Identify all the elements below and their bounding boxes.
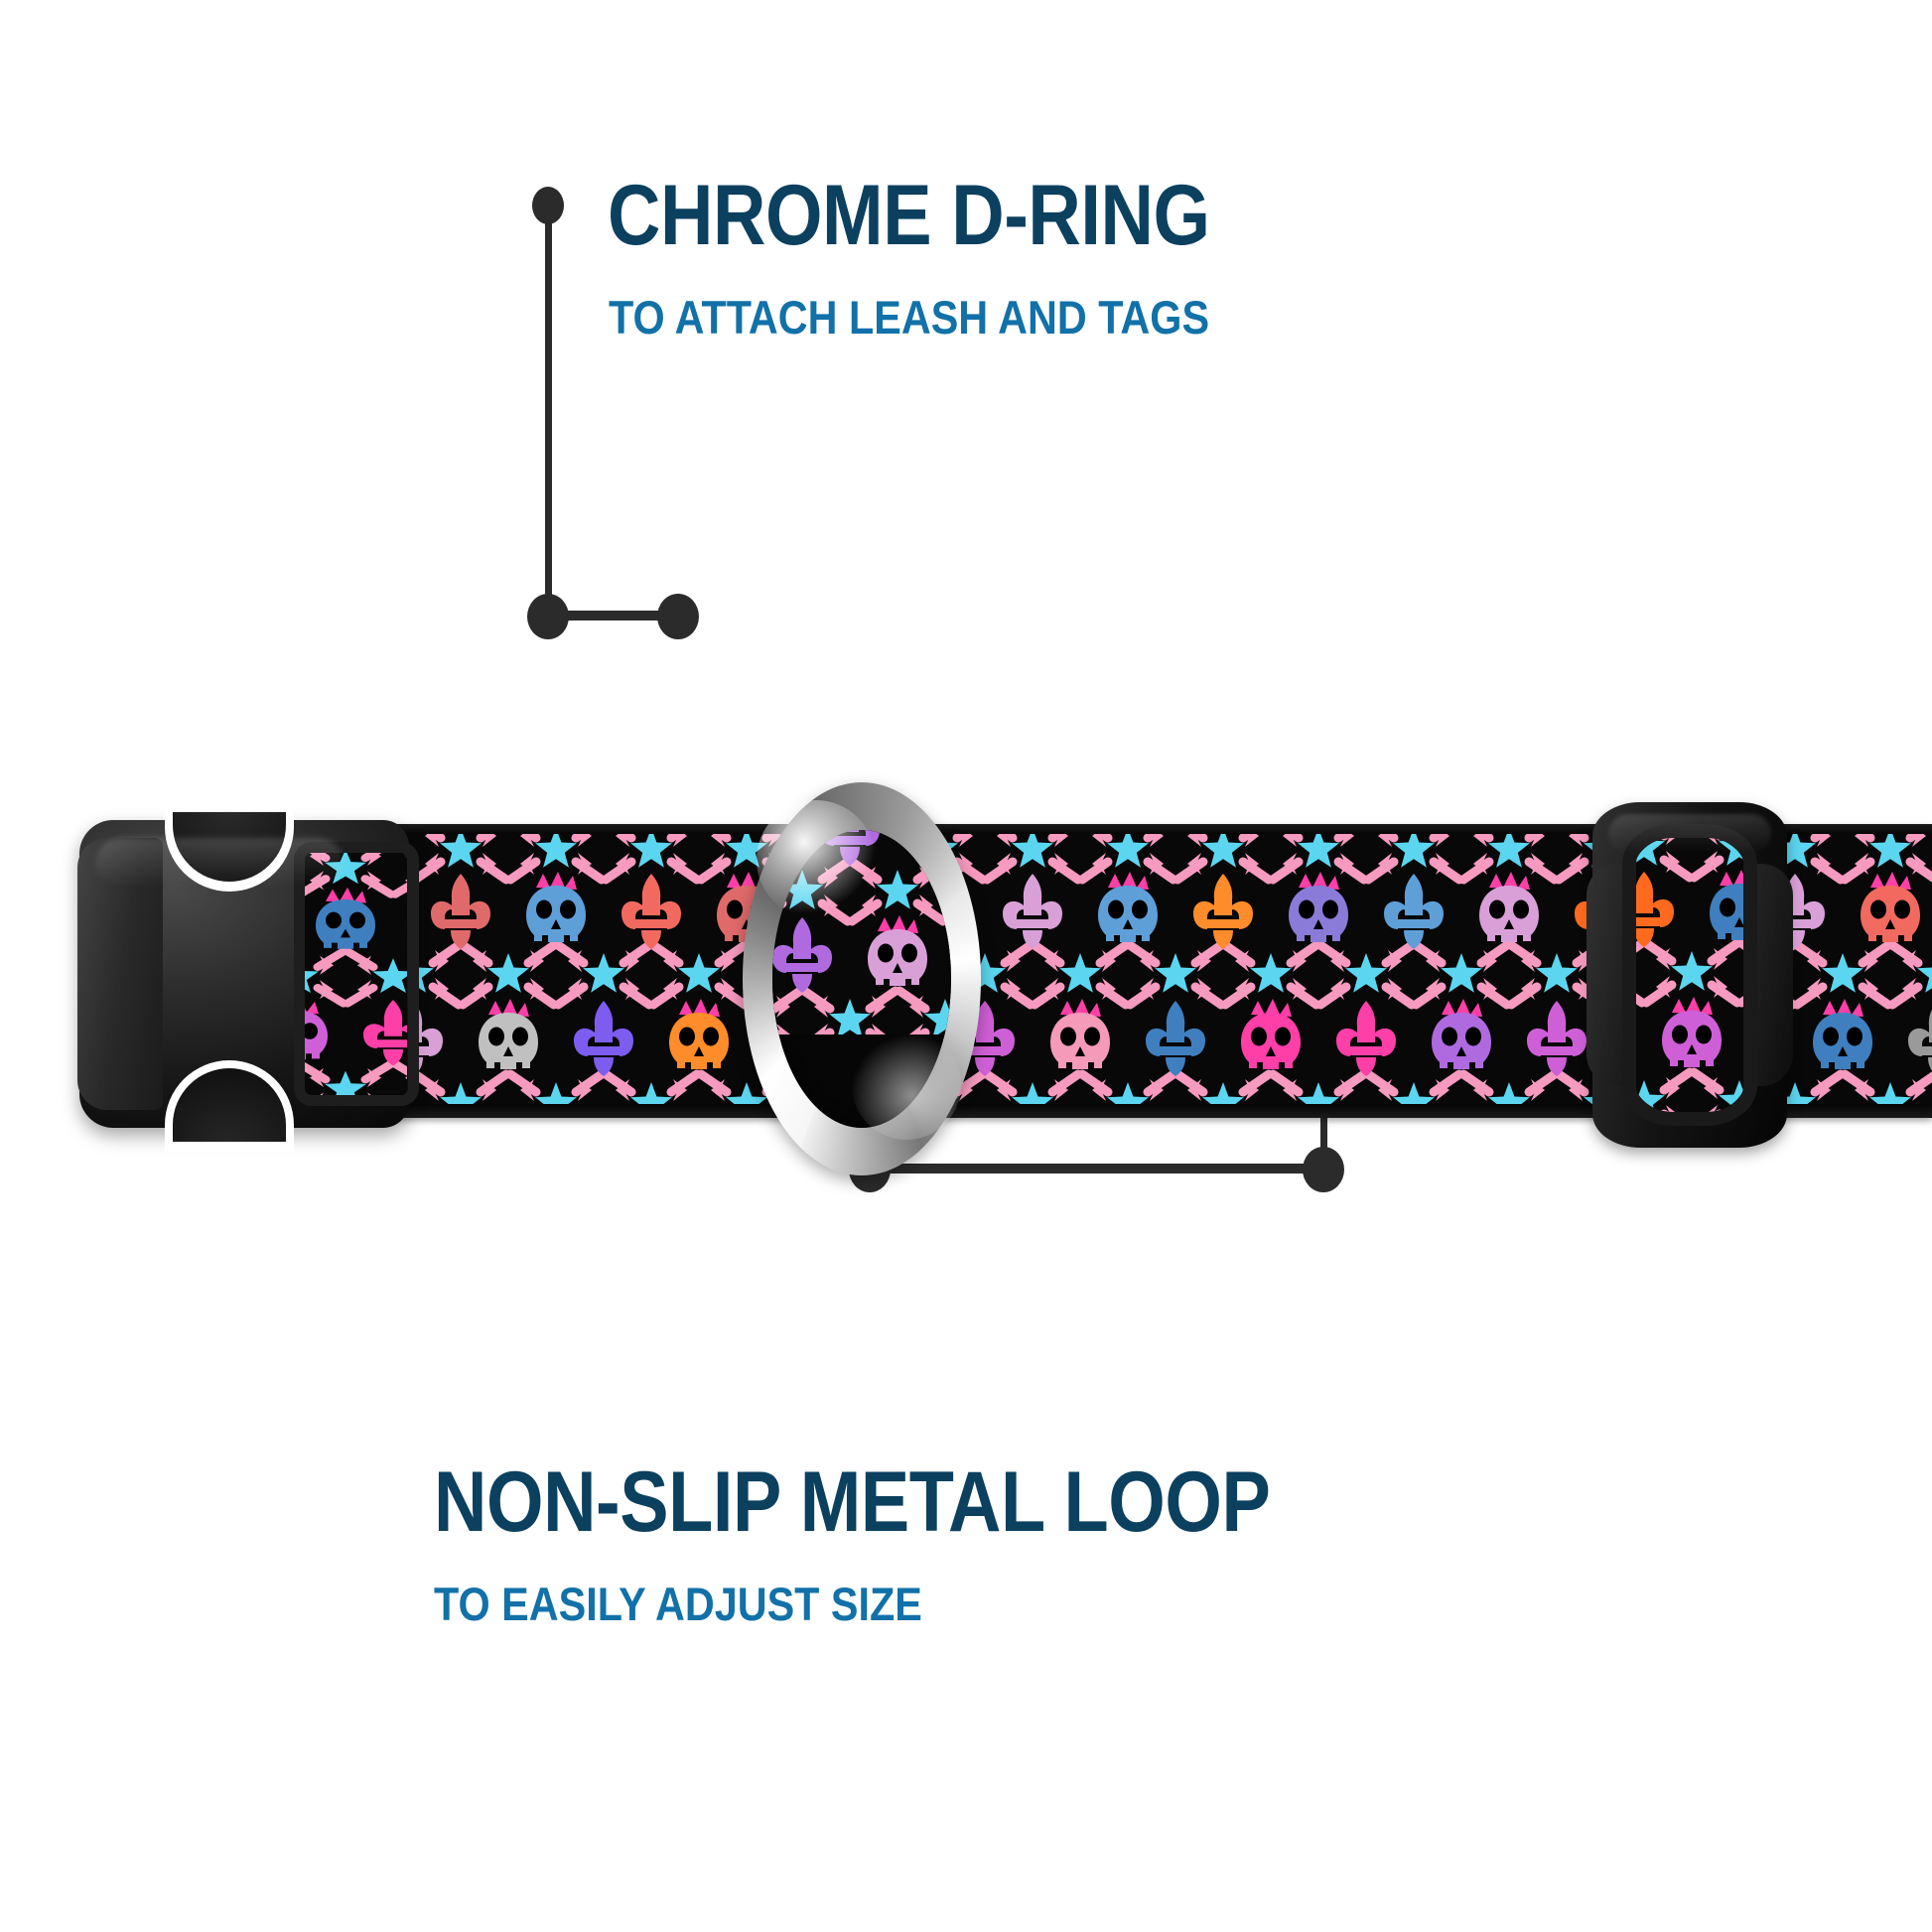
d-ring-leader-dot-end — [657, 594, 699, 639]
d-ring-leader-vertical — [545, 210, 552, 618]
buckle-webbing-slot — [304, 852, 407, 1096]
d-ring-callout-title: CHROME D-RING — [608, 168, 1210, 263]
d-ring-callout-subtitle: TO ATTACH LEASH AND TAGS — [609, 291, 1210, 344]
metal-loop-callout-subtitle: TO EASILY ADJUST SIZE — [434, 1578, 922, 1630]
buckle-highlight — [95, 838, 344, 888]
metal-loop-callout-title: NON-SLIP METAL LOOP — [434, 1454, 1271, 1550]
d-ring-leader-horizontal — [548, 611, 679, 621]
d-ring-highlight-lower — [852, 1031, 961, 1140]
chrome-d-ring[interactable] — [743, 782, 981, 1175]
buckle-slot-pattern — [304, 852, 407, 1096]
buckle-nose — [77, 838, 163, 1110]
metal-loop-leader-dot-elbow — [1303, 1147, 1344, 1192]
d-ring-leader-dot-elbow — [527, 594, 569, 639]
d-ring-highlight-upper — [757, 800, 876, 919]
strap-bottom-edge — [318, 1104, 1932, 1118]
metal-loop-slider[interactable] — [1587, 802, 1793, 1148]
side-release-buckle[interactable] — [69, 794, 427, 1152]
slider-highlight — [1608, 814, 1771, 854]
buckle-slot-rim — [294, 842, 419, 1106]
metal-loop-leader-horizontal — [868, 1164, 1314, 1173]
dog-collar-product-photo — [0, 635, 1932, 1175]
slider-rim — [1622, 824, 1757, 1126]
